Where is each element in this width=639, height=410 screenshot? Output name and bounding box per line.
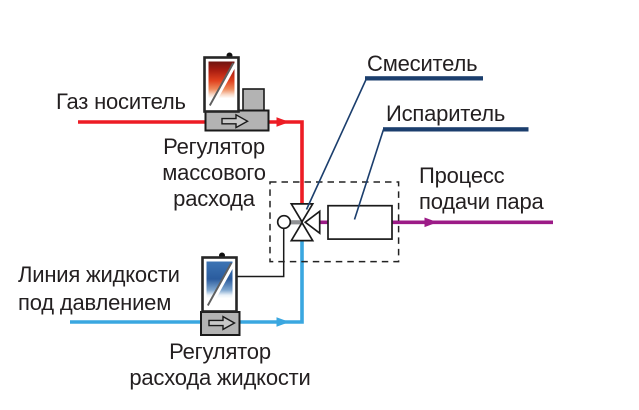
valve-right-port-icon (303, 209, 321, 235)
display-needle-highlight (210, 63, 237, 108)
evaporator-box (327, 204, 393, 240)
control-signal-line (237, 228, 285, 278)
pressurized-liquid-line-label: Линия жидкости под давлением (18, 262, 180, 315)
flow-direction-arrow-icon (221, 113, 249, 129)
carrier-gas-arrow-icon (276, 117, 290, 127)
vapor-line-arrow-icon (424, 217, 438, 228)
valve-bottom-port-icon (289, 221, 315, 242)
liquid-flow-regulator-device (200, 252, 241, 336)
display-needle (208, 62, 235, 106)
carrier-gas-line (78, 120, 304, 204)
mixer-label-underline (365, 76, 483, 81)
evaporator-label: Испаритель (386, 101, 506, 126)
mass-flow-regulator-device (203, 52, 270, 132)
display-needle (206, 262, 233, 306)
liquid-line (70, 240, 304, 324)
mixer-label: Смеситель (367, 51, 478, 76)
liquid-line-arrow-icon (276, 317, 290, 327)
valve-actuator-icon (276, 214, 292, 230)
carrier-gas-label: Газ носитель (56, 89, 186, 114)
mass-flow-regulator-label: Регулятор массового расхода (162, 134, 266, 211)
evaporator-label-underline (383, 127, 529, 132)
display-needle-highlight (208, 263, 235, 308)
evaporator-callout-leader (353, 129, 385, 220)
regulator-side-block (242, 88, 265, 112)
flow-direction-arrow-icon (208, 315, 236, 331)
mixer-callout-leader (305, 78, 368, 210)
steam-supply-process-label: Процесс подачи пара (419, 163, 544, 214)
liquid-flow-regulator-label: Регулятор расхода жидкости (129, 339, 311, 390)
